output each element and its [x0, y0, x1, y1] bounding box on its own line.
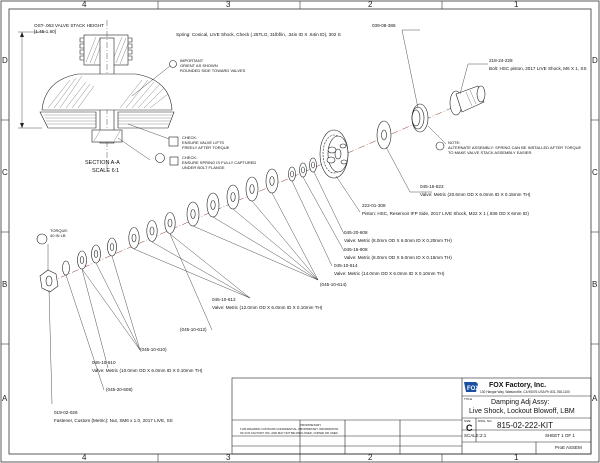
- size-value: C: [466, 423, 473, 433]
- note-line-1: ALTERNATE ASSEMBLY: SPRING CAN BE INSTAL…: [448, 145, 582, 150]
- valve-614-bracket: (045-10-614): [320, 282, 347, 287]
- zone-right-c: C: [592, 168, 598, 177]
- zone-bottom-3: 3: [226, 453, 231, 462]
- valve-614-number: 045-10-614: [334, 263, 358, 268]
- check-note-6: UNDER BOLT FLANGE: [182, 165, 225, 170]
- zone-right-a: A: [592, 394, 598, 403]
- valve-610-number: 045-10-610: [92, 360, 116, 365]
- exploded-parts: [36, 85, 486, 293]
- zone-bottom-4: 4: [82, 453, 87, 462]
- section-title: SECTION A-A: [85, 160, 120, 166]
- piston-part-number: 222-01-308: [362, 203, 386, 208]
- note-symbol: [435, 141, 445, 151]
- check-note-2: ENSURE VALVE LIFTS: [182, 140, 225, 145]
- title-line-2: Live Shock, Lockout Blowoff, LBM: [469, 408, 575, 415]
- assembly-axis: [49, 99, 471, 283]
- valve-20608-bracket: (045-20-608): [106, 387, 133, 392]
- note-line-2: TO MAKE VALVE STACK ASSEMBLY EASIER.: [448, 150, 533, 155]
- valve-823-number: 045-15-823: [420, 184, 444, 189]
- check-note-3: FREELY AFTER TORQUE: [182, 145, 230, 150]
- fox-logo: FOX: [464, 382, 479, 392]
- valve-608-number: 045-20-608: [344, 230, 368, 235]
- nut-description: Fastener, Custom (Metric): Nut, SM6 x 1.…: [54, 418, 173, 423]
- torque-value: 40 IN LB: [50, 233, 66, 238]
- zone-top-4: 4: [82, 0, 87, 9]
- piston-part: [319, 129, 349, 179]
- valve-612-bracket: (045-10-612): [180, 327, 207, 332]
- check-note-5: ENSURE SPRING IS FULLY CAPTURED: [182, 160, 257, 165]
- stack-height-label: OST-.063 VALVE STACK HEIGHT: [34, 23, 104, 28]
- zone-left-b: B: [2, 280, 8, 289]
- confidential-line-2: OF FOX FACTORY INC. AND MAY NOT BE DISCL…: [240, 431, 338, 435]
- zone-top-2: 2: [368, 0, 373, 9]
- important-note-3: ROUNDED SIDE TOWARD VALVES: [180, 68, 246, 73]
- valve-608-description: Valve: Metric (8.0mm OD X 6.0mm ID X 0.2…: [344, 238, 452, 243]
- piston-description: Piston: HSC, Reservoir IFP Side, 2017 LI…: [362, 211, 529, 216]
- valve-612-description: Valve: Metric (12.0mm OD X 6.0mm ID X 0.…: [212, 305, 323, 310]
- zone-top-1: 1: [514, 0, 519, 9]
- valve-908-description: Valve: Metric (8.0mm OD X 6.0mm ID X 0.1…: [344, 255, 452, 260]
- washer-large: [376, 120, 392, 150]
- washers-14mm: [186, 168, 279, 227]
- bolt-description: Bolt: HSC piston, 2017 LIVE Shock, M6 X …: [489, 66, 587, 71]
- size-label: SIZE: [464, 419, 471, 423]
- important-note-2: ORIENT AS SHOWN: [180, 63, 218, 68]
- section-scale: SCALE 6:1: [92, 168, 120, 174]
- software-label: ProE ASSEM: [555, 445, 582, 450]
- spring-part: [411, 103, 429, 133]
- company-name: FOX Factory, Inc.: [489, 382, 547, 389]
- torque-symbol: [36, 233, 48, 245]
- title-line-1: Damping Adj Assy:: [491, 399, 550, 406]
- stack-height-tolerance: [1.45-1.60]: [34, 29, 56, 34]
- company-address: 130 Hangar Way, Watsonville, CA 95076 US…: [480, 390, 570, 394]
- washers-10mm: [77, 237, 117, 270]
- zone-left-a: A: [2, 394, 8, 403]
- spring-description: Spring: Conical, LIVE Shock, Check (.25T…: [176, 32, 341, 37]
- dwg-no-label: DWG. NO.: [478, 419, 493, 423]
- sheet-number: SHEET 1 OF 1: [545, 433, 575, 438]
- nut-part-number: 019-02-026: [54, 410, 78, 415]
- zone-bottom-2: 2: [368, 453, 373, 462]
- title-label: TITLE: [464, 397, 473, 401]
- valve-612-number: 045-10-612: [212, 297, 236, 302]
- valve-614-description: Valve: Metric (14.0mm OD X 6.0mm ID X 0.…: [334, 271, 445, 276]
- confidential-heading: PROPRIETARY: [300, 423, 322, 427]
- check-note-1: CHECK:: [182, 135, 198, 140]
- leader-lines: [47, 29, 488, 405]
- spring-part-number: 039-08-386: [372, 23, 396, 28]
- zone-top-3: 3: [226, 0, 231, 9]
- nut-part: [39, 269, 59, 293]
- confidential-line-1: THIS DRAWING CONTAINS CONFIDENTIAL, PROP…: [240, 427, 339, 431]
- zone-right-b: B: [592, 280, 598, 289]
- valve-610-description: Valve: Metric (10.0mm OD X 6.0mm ID X 0.…: [92, 368, 203, 373]
- bolt-part-number: 218-24-228: [489, 58, 513, 63]
- note-label: NOTE:: [448, 140, 461, 145]
- valve-908-number: 045-15-908: [344, 247, 368, 252]
- washers-12mm: [128, 212, 176, 249]
- small-washers: [288, 157, 317, 182]
- check-note-4: CHECK:: [182, 155, 198, 160]
- zone-right-d: D: [592, 56, 598, 65]
- svg-text:FOX: FOX: [467, 386, 479, 392]
- zone-left-d: D: [2, 56, 8, 65]
- torque-label: TORQUE:: [50, 228, 69, 233]
- title-block-lines: [231, 377, 592, 455]
- important-note-1: IMPORTANT: [180, 58, 204, 63]
- zone-bottom-1: 1: [514, 453, 519, 462]
- drawing-number: 815-02-222-KIT: [497, 421, 554, 430]
- washer-8mm-thick: [62, 260, 70, 276]
- section-view-graphic: [18, 20, 179, 170]
- scale-value: 2:1: [480, 433, 487, 438]
- valve-823-description: Valve: Metric (20.6mm OD X 6.0mm ID X 0.…: [420, 192, 531, 197]
- zone-left-c: C: [2, 168, 8, 177]
- scale-label: SCALE:: [464, 433, 481, 438]
- bolt-part: [449, 85, 486, 116]
- valve-610-bracket: (045-10-610): [140, 347, 167, 352]
